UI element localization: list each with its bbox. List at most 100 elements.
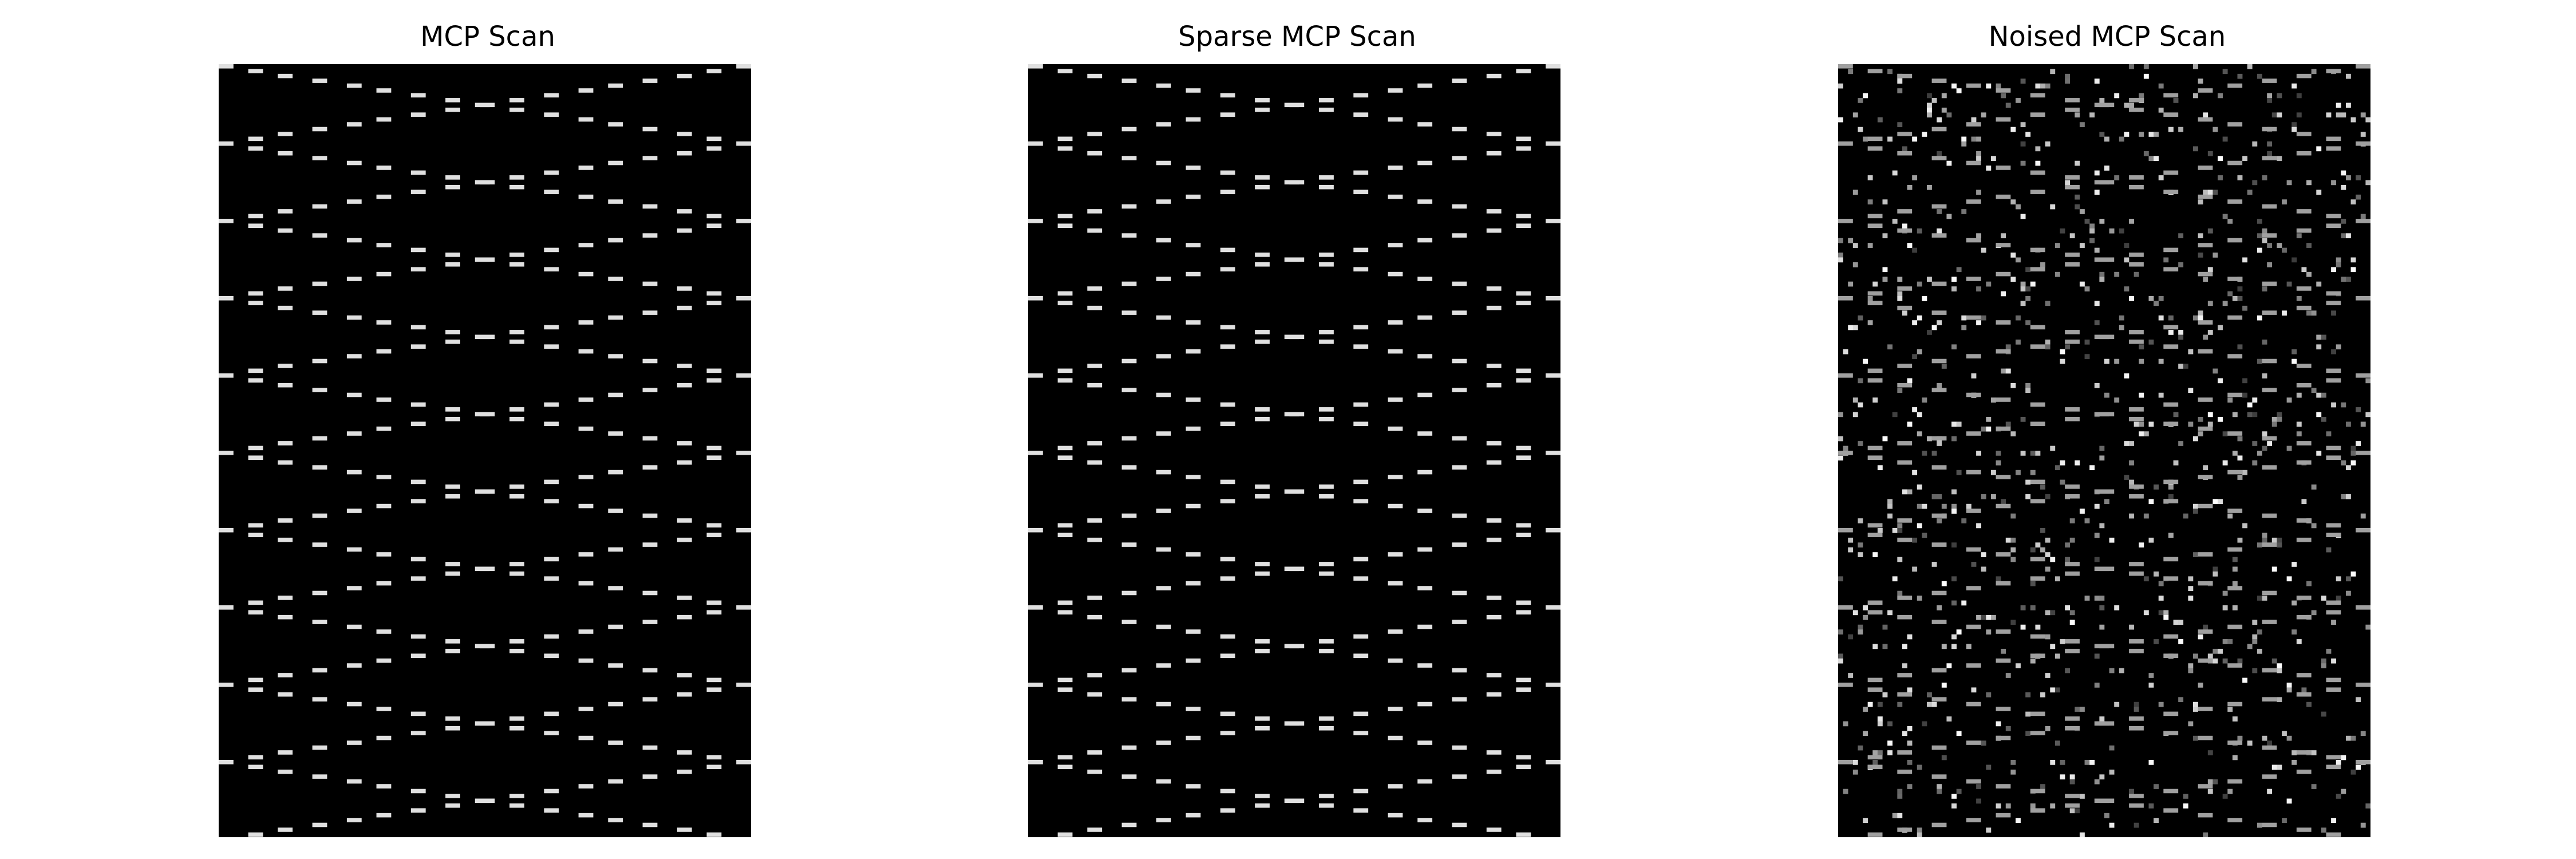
noise-pixel bbox=[1971, 136, 1977, 142]
noise-pixel bbox=[1951, 489, 1957, 495]
trace-pixel bbox=[278, 537, 293, 542]
noise-pixel bbox=[2055, 271, 2060, 277]
trace-pixel bbox=[1996, 581, 2011, 586]
noise-pixel bbox=[1961, 518, 1967, 523]
trace-pixel bbox=[1388, 271, 1403, 277]
trace-pixel bbox=[1388, 243, 1403, 247]
noise-pixel bbox=[2148, 760, 2154, 765]
trace-pixel bbox=[677, 596, 692, 600]
trace-pixel bbox=[1255, 726, 1270, 731]
trace-pixel bbox=[509, 562, 524, 566]
noise-pixel bbox=[2188, 586, 2194, 591]
noise-pixel bbox=[1877, 750, 1883, 755]
noise-pixel bbox=[2365, 803, 2370, 809]
trace-pixel bbox=[509, 794, 524, 798]
noise-pixel bbox=[2345, 576, 2351, 582]
noise-pixel bbox=[2316, 146, 2322, 152]
trace-pixel bbox=[1966, 315, 1981, 320]
noise-pixel bbox=[1897, 122, 1903, 127]
noise-pixel bbox=[2010, 557, 2016, 562]
trace-pixel bbox=[677, 828, 692, 832]
trace-pixel bbox=[2296, 73, 2312, 78]
trace-pixel bbox=[475, 566, 490, 572]
trace-pixel bbox=[1353, 653, 1369, 658]
trace-pixel bbox=[1996, 271, 2011, 277]
noise-pixel bbox=[2154, 156, 2159, 161]
heatmap-image bbox=[1838, 64, 2370, 837]
trace-pixel bbox=[2163, 402, 2179, 407]
noise-pixel bbox=[1990, 397, 1996, 403]
trace-pixel bbox=[445, 416, 460, 421]
noise-pixel bbox=[2296, 93, 2302, 98]
trace-pixel bbox=[346, 160, 362, 166]
trace-pixel bbox=[1028, 683, 1043, 687]
trace-pixel bbox=[1417, 702, 1433, 707]
trace-pixel bbox=[2262, 388, 2277, 392]
trace-pixel bbox=[677, 750, 692, 755]
trace-pixel bbox=[1931, 204, 1947, 209]
noise-pixel bbox=[2030, 470, 2036, 475]
noise-pixel bbox=[1951, 542, 1957, 548]
trace-pixel bbox=[376, 117, 392, 122]
noise-pixel bbox=[1872, 644, 1878, 649]
noise-pixel bbox=[1917, 315, 1922, 321]
trace-pixel bbox=[1087, 692, 1103, 697]
noise-pixel bbox=[1937, 784, 1942, 789]
noise-pixel bbox=[2291, 257, 2297, 263]
trace-pixel bbox=[248, 301, 263, 306]
trace-pixel bbox=[1121, 542, 1137, 547]
noise-pixel bbox=[2124, 257, 2129, 263]
noise-pixel bbox=[1877, 716, 1883, 722]
noise-pixel bbox=[1961, 141, 1967, 147]
noise-pixel bbox=[2139, 93, 2144, 98]
noise-pixel bbox=[2065, 557, 2071, 562]
trace-pixel bbox=[1156, 702, 1171, 707]
noise-pixel bbox=[2311, 784, 2317, 789]
trace-pixel bbox=[2356, 64, 2370, 69]
noise-pixel bbox=[1996, 460, 2001, 466]
noise-pixel bbox=[2282, 199, 2287, 204]
noise-pixel bbox=[1981, 247, 1986, 253]
trace-pixel bbox=[1838, 605, 1853, 610]
noise-pixel bbox=[2247, 412, 2253, 417]
noise-pixel bbox=[2001, 291, 2006, 297]
trace-pixel bbox=[410, 808, 426, 813]
noise-pixel bbox=[2257, 822, 2262, 828]
noise-pixel bbox=[2148, 132, 2154, 137]
trace-pixel bbox=[677, 151, 692, 156]
trace-pixel bbox=[410, 421, 426, 426]
trace-pixel bbox=[608, 315, 623, 320]
noise-pixel bbox=[2139, 344, 2144, 350]
noise-pixel bbox=[1867, 296, 1873, 301]
noise-pixel bbox=[1887, 721, 1893, 727]
trace-pixel bbox=[1388, 117, 1403, 122]
noise-pixel bbox=[1867, 243, 1873, 248]
noise-pixel bbox=[2016, 315, 2021, 321]
noise-pixel bbox=[1990, 470, 1996, 475]
noise-pixel bbox=[2183, 794, 2188, 799]
noise-pixel bbox=[2198, 416, 2203, 422]
trace-pixel bbox=[544, 93, 559, 98]
trace-pixel bbox=[578, 581, 594, 586]
trace-pixel bbox=[1931, 281, 1947, 286]
noise-pixel bbox=[2035, 146, 2041, 152]
noise-pixel bbox=[1867, 199, 1873, 204]
trace-pixel bbox=[608, 83, 623, 88]
noise-pixel bbox=[2124, 373, 2129, 379]
noise-pixel bbox=[1912, 175, 1918, 180]
noise-pixel bbox=[2045, 566, 2050, 572]
trace-pixel bbox=[1319, 562, 1334, 566]
noise-pixel bbox=[1976, 451, 1982, 456]
noise-pixel bbox=[2345, 590, 2351, 596]
noise-pixel bbox=[2316, 334, 2322, 340]
trace-pixel bbox=[1057, 755, 1073, 760]
trace-pixel bbox=[1897, 132, 1913, 136]
trace-pixel bbox=[706, 832, 722, 837]
trace-pixel bbox=[1486, 769, 1502, 774]
noise-pixel bbox=[1917, 828, 1922, 833]
trace-pixel bbox=[1156, 277, 1171, 281]
trace-pixel bbox=[1057, 378, 1073, 383]
trace-pixel bbox=[410, 267, 426, 271]
trace-pixel bbox=[445, 571, 460, 576]
noise-pixel bbox=[1897, 789, 1903, 794]
